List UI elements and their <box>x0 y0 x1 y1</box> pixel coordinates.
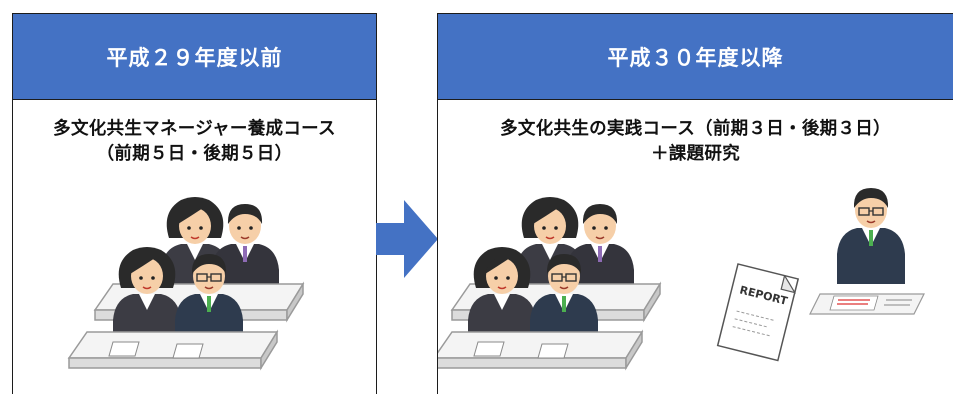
paper-icon <box>172 343 204 359</box>
report-document-icon: REPORT <box>716 263 800 362</box>
panel-before-course-name: 多文化共生マネージャー養成コース <box>53 119 336 139</box>
panel-after-title: 平成３０年度以降 <box>438 14 953 100</box>
panel-before: 平成２９年度以前 多文化共生マネージャー養成コース （前期５日・後期５日） <box>12 13 377 394</box>
teacher-grading-icon <box>809 187 925 315</box>
panel-after: 平成３０年度以降 多文化共生の実践コース（前期３日・後期３日） ＋課題研究 RE… <box>437 13 953 394</box>
panel-after-course-extra: ＋課題研究 <box>651 144 740 164</box>
transition-arrow-icon <box>376 200 438 278</box>
panel-after-course-name: 多文化共生の実践コース（前期３日・後期３日） <box>500 119 891 139</box>
panel-before-course-schedule: （前期５日・後期５日） <box>96 144 293 164</box>
paper-icon <box>108 341 140 357</box>
paper-icon <box>537 343 569 359</box>
panel-before-course: 多文化共生マネージャー養成コース （前期５日・後期５日） <box>13 117 376 167</box>
desk-front-icon <box>68 331 278 369</box>
panel-before-title: 平成２９年度以前 <box>13 14 376 100</box>
classroom-illustration <box>68 196 304 369</box>
practice-and-research-illustration: REPORT <box>438 187 925 369</box>
paper-icon <box>473 341 505 357</box>
panel-after-course: 多文化共生の実践コース（前期３日・後期３日） ＋課題研究 <box>438 117 953 167</box>
